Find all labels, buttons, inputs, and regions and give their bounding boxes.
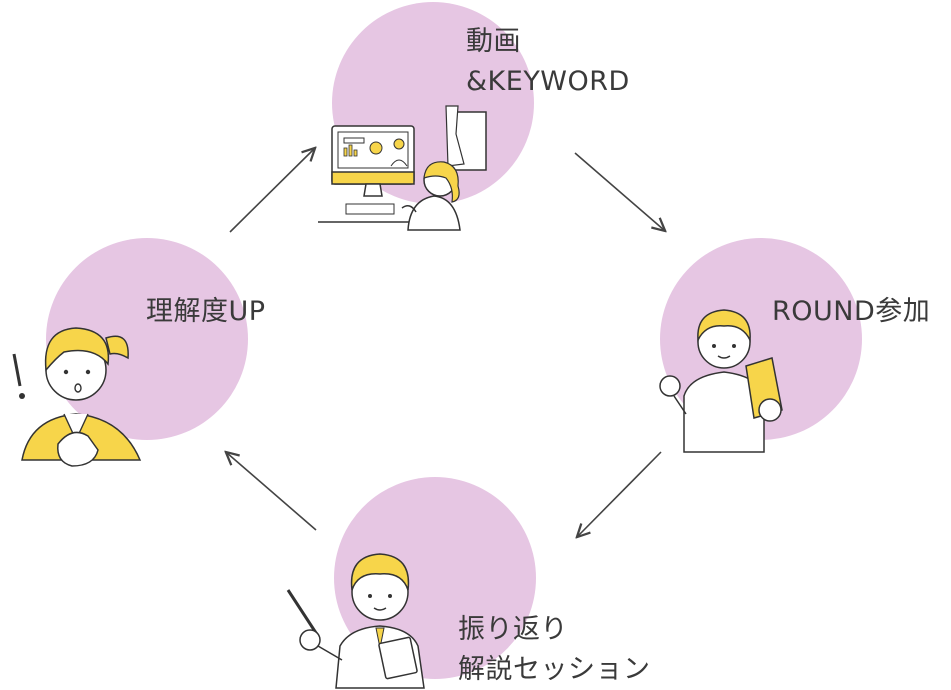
arrow-round-to-review [578, 451, 662, 536]
understanding-step-label-line-1: 理解度UP [146, 296, 266, 327]
video-step-label-line-1: 動画 [466, 26, 521, 57]
person-holding-card-icon [659, 309, 783, 453]
review-step-label-line-1: 振り返り [458, 614, 568, 645]
arrow-video-to-round [574, 152, 664, 230]
arrow-review-to-understanding [227, 453, 317, 531]
video-step-label-line-2: &KEYWORD [466, 66, 630, 97]
review-step-label: 振り返り 解説セッション [458, 610, 651, 690]
understanding-step-label: 理解度UP [146, 292, 266, 332]
surprised-woman-icon [12, 327, 142, 467]
round-step-label-line-1: ROUND参加 [772, 296, 931, 327]
arrow-understanding-to-video [229, 149, 314, 233]
video-step-label: 動画 &KEYWORD [466, 22, 630, 102]
round-step-label: ROUND参加 [772, 292, 930, 332]
review-step-label-line-2: 解説セッション [458, 654, 651, 685]
teacher-with-pointer-icon [286, 553, 425, 689]
person-watching-video-icon [318, 105, 487, 231]
